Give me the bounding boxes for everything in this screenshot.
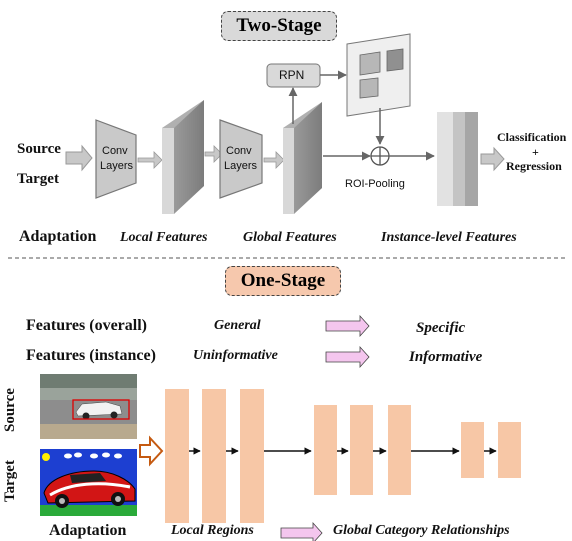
local-regions-label: Local Regions xyxy=(171,523,254,538)
general-label: General xyxy=(214,318,261,333)
block-8 xyxy=(498,422,521,478)
arrow-conv2-slab2 xyxy=(263,151,285,169)
conv2-line2: Layers xyxy=(224,160,258,172)
block-5 xyxy=(350,405,373,495)
global-relationships-label: Global Category Relationships xyxy=(333,523,510,538)
uninformative-label: Uninformative xyxy=(193,348,278,363)
target-image xyxy=(40,449,137,516)
informative-label: Informative xyxy=(409,349,483,365)
one-stage-target-label: Target xyxy=(2,460,18,502)
adaptation-label-top: Adaptation xyxy=(19,228,97,245)
pink-arrow-overall xyxy=(325,314,370,338)
one-stage-title: One-Stage xyxy=(225,266,341,296)
instance-feature-stack xyxy=(437,112,478,206)
output-arrow xyxy=(480,146,505,172)
plus-label: + xyxy=(532,145,539,159)
block-4 xyxy=(314,405,337,495)
global-features-label: Global Features xyxy=(243,230,337,245)
rpn-label: RPN xyxy=(279,68,305,82)
source-image xyxy=(40,374,137,439)
regression-label: Regression xyxy=(506,159,562,173)
adaptation-label-bottom: Adaptation xyxy=(49,522,127,539)
instance-features-label: Instance-level Features xyxy=(381,230,517,245)
global-feature-map xyxy=(283,102,322,214)
arrow-conv1-slab1 xyxy=(137,151,163,169)
two-stage-title: Two-Stage xyxy=(221,11,337,41)
conv-layers-1 xyxy=(95,119,137,199)
block-3 xyxy=(240,389,264,523)
pink-arrow-adaptation xyxy=(280,521,323,541)
input-arrow xyxy=(65,144,93,172)
features-overall-label: Features (overall) xyxy=(26,317,147,334)
one-stage-source-label: Source xyxy=(2,388,18,432)
source-label: Source xyxy=(17,141,61,157)
pink-arrow-instance xyxy=(325,345,370,369)
orange-input-arrow xyxy=(139,435,164,467)
proposal-map xyxy=(346,33,411,117)
block-6 xyxy=(388,405,411,495)
roi-plus-icon xyxy=(370,146,390,166)
specific-label: Specific xyxy=(416,320,466,336)
classification-label: Classification xyxy=(497,130,567,144)
conv-layers-2 xyxy=(219,119,263,199)
block-7 xyxy=(461,422,484,478)
arrow-slab1-conv2 xyxy=(204,145,223,163)
target-label: Target xyxy=(17,171,59,187)
block-1 xyxy=(165,389,189,523)
features-instance-label: Features (instance) xyxy=(26,347,156,364)
block-2 xyxy=(202,389,226,523)
local-feature-map xyxy=(162,100,204,214)
conv1-line2: Layers xyxy=(100,160,134,172)
roi-pooling-label: ROI-Pooling xyxy=(345,178,405,190)
conv2-line1: Conv xyxy=(226,145,252,157)
local-features-label: Local Features xyxy=(120,230,208,245)
conv1-line1: Conv xyxy=(102,145,128,157)
